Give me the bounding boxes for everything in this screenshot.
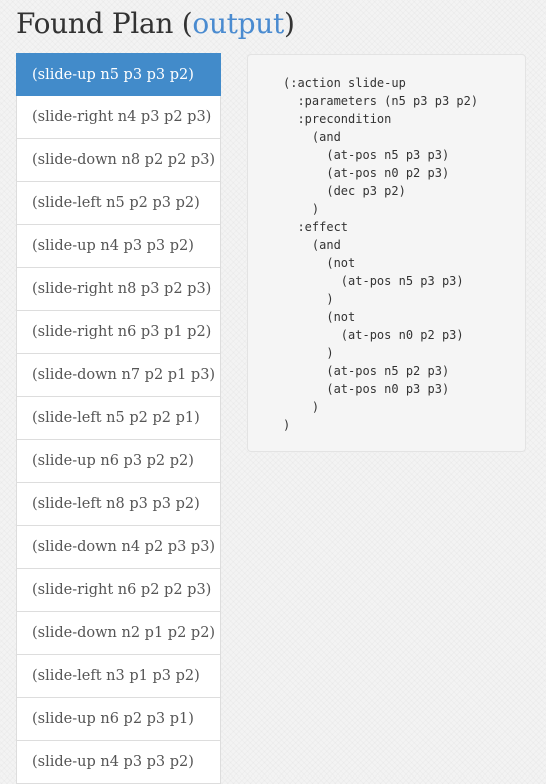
plan-step[interactable]: (slide-down n4 p2 p3 p3) [16, 526, 221, 569]
plan-step-active[interactable]: (slide-up n5 p3 p3 p2) [16, 53, 221, 96]
output-link[interactable]: output [192, 7, 284, 40]
plan-step[interactable]: (slide-right n6 p3 p1 p2) [16, 311, 221, 354]
plan-step[interactable]: (slide-down n8 p2 p2 p3) [16, 139, 221, 182]
plan-step[interactable]: (slide-up n6 p2 p3 p1) [16, 698, 221, 741]
plan-step-list: (slide-up n5 p3 p3 p2)(slide-right n4 p3… [16, 53, 221, 784]
plan-step[interactable]: (slide-left n3 p1 p3 p2) [16, 655, 221, 698]
plan-step[interactable]: (slide-right n4 p3 p2 p3) [16, 96, 221, 139]
plan-step[interactable]: (slide-right n8 p3 p2 p3) [16, 268, 221, 311]
plan-step[interactable]: (slide-up n4 p3 p3 p2) [16, 225, 221, 268]
plan-step[interactable]: (slide-left n5 p2 p3 p2) [16, 182, 221, 225]
page-title-close: ) [283, 7, 295, 40]
plan-step[interactable]: (slide-up n4 p3 p3 p2) [16, 741, 221, 784]
plan-step[interactable]: (slide-down n7 p2 p1 p3) [16, 354, 221, 397]
action-code: (:action slide-up :parameters (n5 p3 p3 … [283, 76, 479, 432]
action-detail-panel: (:action slide-up :parameters (n5 p3 p3 … [247, 54, 526, 452]
plan-step[interactable]: (slide-left n5 p2 p2 p1) [16, 397, 221, 440]
plan-step[interactable]: (slide-left n8 p3 p3 p2) [16, 483, 221, 526]
plan-step[interactable]: (slide-up n6 p3 p2 p2) [16, 440, 221, 483]
plan-step[interactable]: (slide-right n6 p2 p2 p3) [16, 569, 221, 612]
page-title: Found Plan (output) [16, 4, 295, 44]
plan-step[interactable]: (slide-down n2 p1 p2 p2) [16, 612, 221, 655]
page-title-text: Found Plan ( [16, 7, 193, 40]
